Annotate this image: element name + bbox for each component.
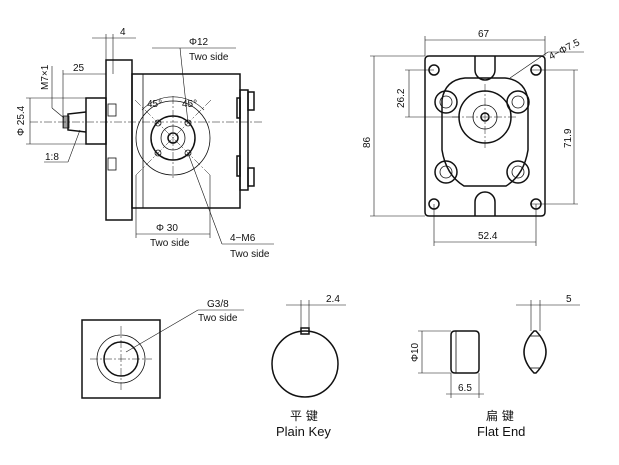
flat-dim-5: 5 bbox=[566, 294, 572, 305]
taper-label: 1:8 bbox=[45, 152, 59, 163]
mounting-flange bbox=[105, 59, 133, 221]
port-block bbox=[81, 319, 161, 399]
angle-right-label: 45° bbox=[182, 99, 197, 110]
dim-67: 67 bbox=[478, 29, 490, 40]
thread-note: Two side bbox=[198, 313, 238, 324]
m6-label: 4−M6 bbox=[230, 233, 256, 244]
holes-label: 4−Φ7.5 bbox=[547, 37, 582, 63]
phi30-note: Two side bbox=[150, 238, 190, 249]
key-slot bbox=[300, 327, 310, 335]
key-dim: 2.4 bbox=[326, 294, 340, 305]
dim-71: 71.9 bbox=[563, 128, 574, 148]
side-view: 45° 45° 4 25 M7×1 Φ 25.4 1:8 Φ12 Two sid… bbox=[16, 27, 274, 260]
flat-end-view: Φ10 6.5 5 扁 键 Flat End bbox=[410, 294, 580, 439]
flat-end-face bbox=[523, 330, 547, 374]
dim-phi25: Φ 25.4 bbox=[16, 105, 27, 136]
flat-end-side bbox=[450, 330, 480, 374]
port-view: G3/8 Two side bbox=[81, 299, 244, 399]
phi30-label: Φ 30 bbox=[156, 223, 178, 234]
front-view: 67 4−Φ7.5 26.2 86 71.9 52.4 bbox=[362, 29, 584, 246]
flat-dim-65: 6.5 bbox=[458, 383, 472, 394]
flat-end-cn: 扁 键 bbox=[486, 409, 514, 423]
pump-body bbox=[131, 73, 241, 209]
dim-26: 26.2 bbox=[396, 88, 407, 108]
plain-key-view: 2.4 平 键 Plain Key bbox=[271, 294, 346, 439]
plain-key-cn: 平 键 bbox=[290, 409, 318, 423]
dim-52: 52.4 bbox=[478, 231, 498, 242]
angle-left-label: 45° bbox=[147, 99, 162, 110]
phi12-note: Two side bbox=[189, 52, 229, 63]
shaft-circle bbox=[271, 330, 339, 398]
pilot-boss bbox=[85, 97, 107, 145]
plain-key-en: Plain Key bbox=[276, 424, 331, 439]
phi12-label: Φ12 bbox=[189, 37, 209, 48]
flat-end-en: Flat End bbox=[477, 424, 525, 439]
rear-cover bbox=[239, 89, 249, 191]
dim-25: 25 bbox=[73, 63, 85, 74]
dim-86: 86 bbox=[362, 136, 373, 148]
front-flange bbox=[424, 55, 546, 217]
flat-phi10: Φ10 bbox=[410, 342, 421, 362]
dim-4: 4 bbox=[120, 27, 126, 38]
dim-m7: M7×1 bbox=[40, 64, 51, 90]
m6-note: Two side bbox=[230, 249, 270, 260]
thread-label: G3/8 bbox=[207, 299, 229, 310]
